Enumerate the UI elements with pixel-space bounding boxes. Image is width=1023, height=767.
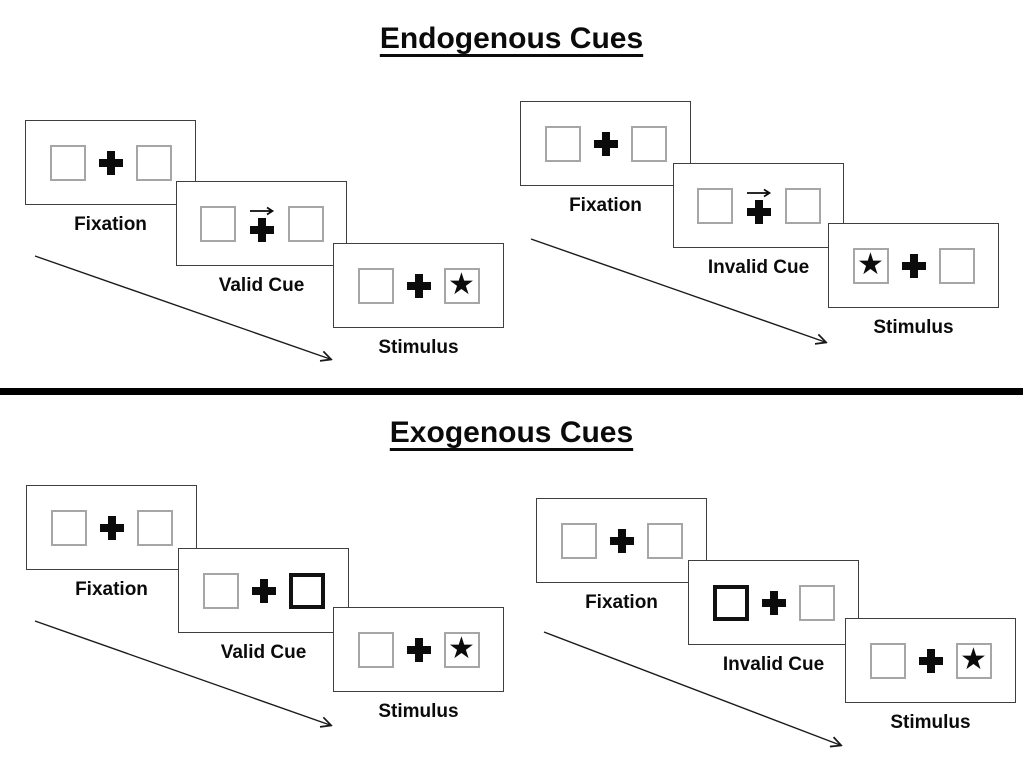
fixation-cross-icon bbox=[609, 528, 634, 553]
fixation-cross-icon bbox=[918, 648, 943, 673]
cue-label: Valid Cue bbox=[220, 642, 307, 663]
endogenous-valid-fixation: Fixation bbox=[25, 120, 196, 236]
left-box-cue-highlight bbox=[712, 584, 749, 621]
exogenous-valid-stimulus: ★ Stimulus bbox=[333, 607, 504, 723]
star-icon: ★ bbox=[448, 631, 475, 665]
fixation-screen bbox=[520, 101, 691, 186]
central-cue bbox=[746, 188, 772, 224]
stimulus-screen: ★ bbox=[333, 607, 504, 692]
cue-screen bbox=[176, 181, 347, 266]
left-box bbox=[199, 205, 236, 242]
endogenous-section-title: Endogenous Cues bbox=[379, 22, 644, 55]
fixation-cross-icon bbox=[99, 515, 124, 540]
fixation-cross-icon bbox=[761, 590, 786, 615]
cue-label: Invalid Cue bbox=[707, 257, 810, 278]
exogenous-valid-fixation: Fixation bbox=[26, 485, 197, 601]
stimulus-screen: ★ bbox=[845, 618, 1016, 703]
endogenous-invalid-fixation: Fixation bbox=[520, 101, 691, 217]
cue-label: Invalid Cue bbox=[722, 654, 825, 675]
stimulus-label: Stimulus bbox=[378, 337, 459, 358]
cue-screen bbox=[688, 560, 859, 645]
endogenous-invalid-stimulus: ★ Stimulus bbox=[828, 223, 999, 339]
fixation-cross-icon bbox=[593, 131, 618, 156]
fixation-cross-icon bbox=[98, 150, 123, 175]
left-box: ★ bbox=[852, 247, 889, 284]
left-box bbox=[544, 125, 581, 162]
right-box bbox=[287, 205, 324, 242]
exogenous-invalid-fixation: Fixation bbox=[536, 498, 707, 614]
left-box bbox=[202, 572, 239, 609]
right-box-cue-highlight bbox=[288, 572, 325, 609]
exogenous-section-title: Exogenous Cues bbox=[389, 416, 634, 449]
left-box bbox=[357, 267, 394, 304]
endogenous-invalid-cue: Invalid Cue bbox=[673, 163, 844, 279]
star-icon: ★ bbox=[448, 267, 475, 301]
right-box: ★ bbox=[443, 631, 480, 668]
fixation-screen bbox=[25, 120, 196, 205]
cue-screen bbox=[673, 163, 844, 248]
stimulus-label: Stimulus bbox=[890, 712, 971, 733]
star-icon: ★ bbox=[857, 247, 884, 281]
left-box bbox=[869, 642, 906, 679]
right-arrow-icon bbox=[249, 206, 274, 215]
fixation-label: Fixation bbox=[75, 579, 148, 600]
section-divider bbox=[0, 388, 1023, 395]
exogenous-invalid-stimulus: ★ Stimulus bbox=[845, 618, 1016, 734]
fixation-cross-icon bbox=[249, 217, 274, 242]
right-box bbox=[136, 509, 173, 546]
right-box: ★ bbox=[955, 642, 992, 679]
fixation-cross-icon bbox=[406, 637, 431, 662]
left-box bbox=[49, 144, 86, 181]
cue-label: Valid Cue bbox=[218, 275, 305, 296]
right-box bbox=[784, 187, 821, 224]
left-box bbox=[560, 522, 597, 559]
cue-screen bbox=[178, 548, 349, 633]
endogenous-valid-cue: Valid Cue bbox=[176, 181, 347, 297]
endogenous-valid-stimulus: ★ Stimulus bbox=[333, 243, 504, 359]
left-box bbox=[50, 509, 87, 546]
fixation-cross-icon bbox=[406, 273, 431, 298]
exogenous-valid-cue: Valid Cue bbox=[178, 548, 349, 664]
star-icon: ★ bbox=[960, 642, 987, 676]
fixation-cross-icon bbox=[251, 578, 276, 603]
stimulus-screen: ★ bbox=[828, 223, 999, 308]
right-box bbox=[938, 247, 975, 284]
fixation-screen bbox=[536, 498, 707, 583]
right-box bbox=[646, 522, 683, 559]
stimulus-label: Stimulus bbox=[873, 317, 954, 338]
right-box bbox=[630, 125, 667, 162]
fixation-label: Fixation bbox=[585, 592, 658, 613]
right-box bbox=[135, 144, 172, 181]
fixation-screen bbox=[26, 485, 197, 570]
fixation-cross-icon bbox=[901, 253, 926, 278]
right-box: ★ bbox=[443, 267, 480, 304]
stimulus-screen: ★ bbox=[333, 243, 504, 328]
left-box bbox=[696, 187, 733, 224]
right-box bbox=[798, 584, 835, 621]
fixation-label: Fixation bbox=[74, 214, 147, 235]
central-cue bbox=[249, 206, 275, 242]
right-arrow-icon bbox=[746, 188, 771, 197]
fixation-label: Fixation bbox=[569, 195, 642, 216]
stimulus-label: Stimulus bbox=[378, 701, 459, 722]
left-box bbox=[357, 631, 394, 668]
exogenous-invalid-cue: Invalid Cue bbox=[688, 560, 859, 676]
fixation-cross-icon bbox=[746, 199, 771, 224]
